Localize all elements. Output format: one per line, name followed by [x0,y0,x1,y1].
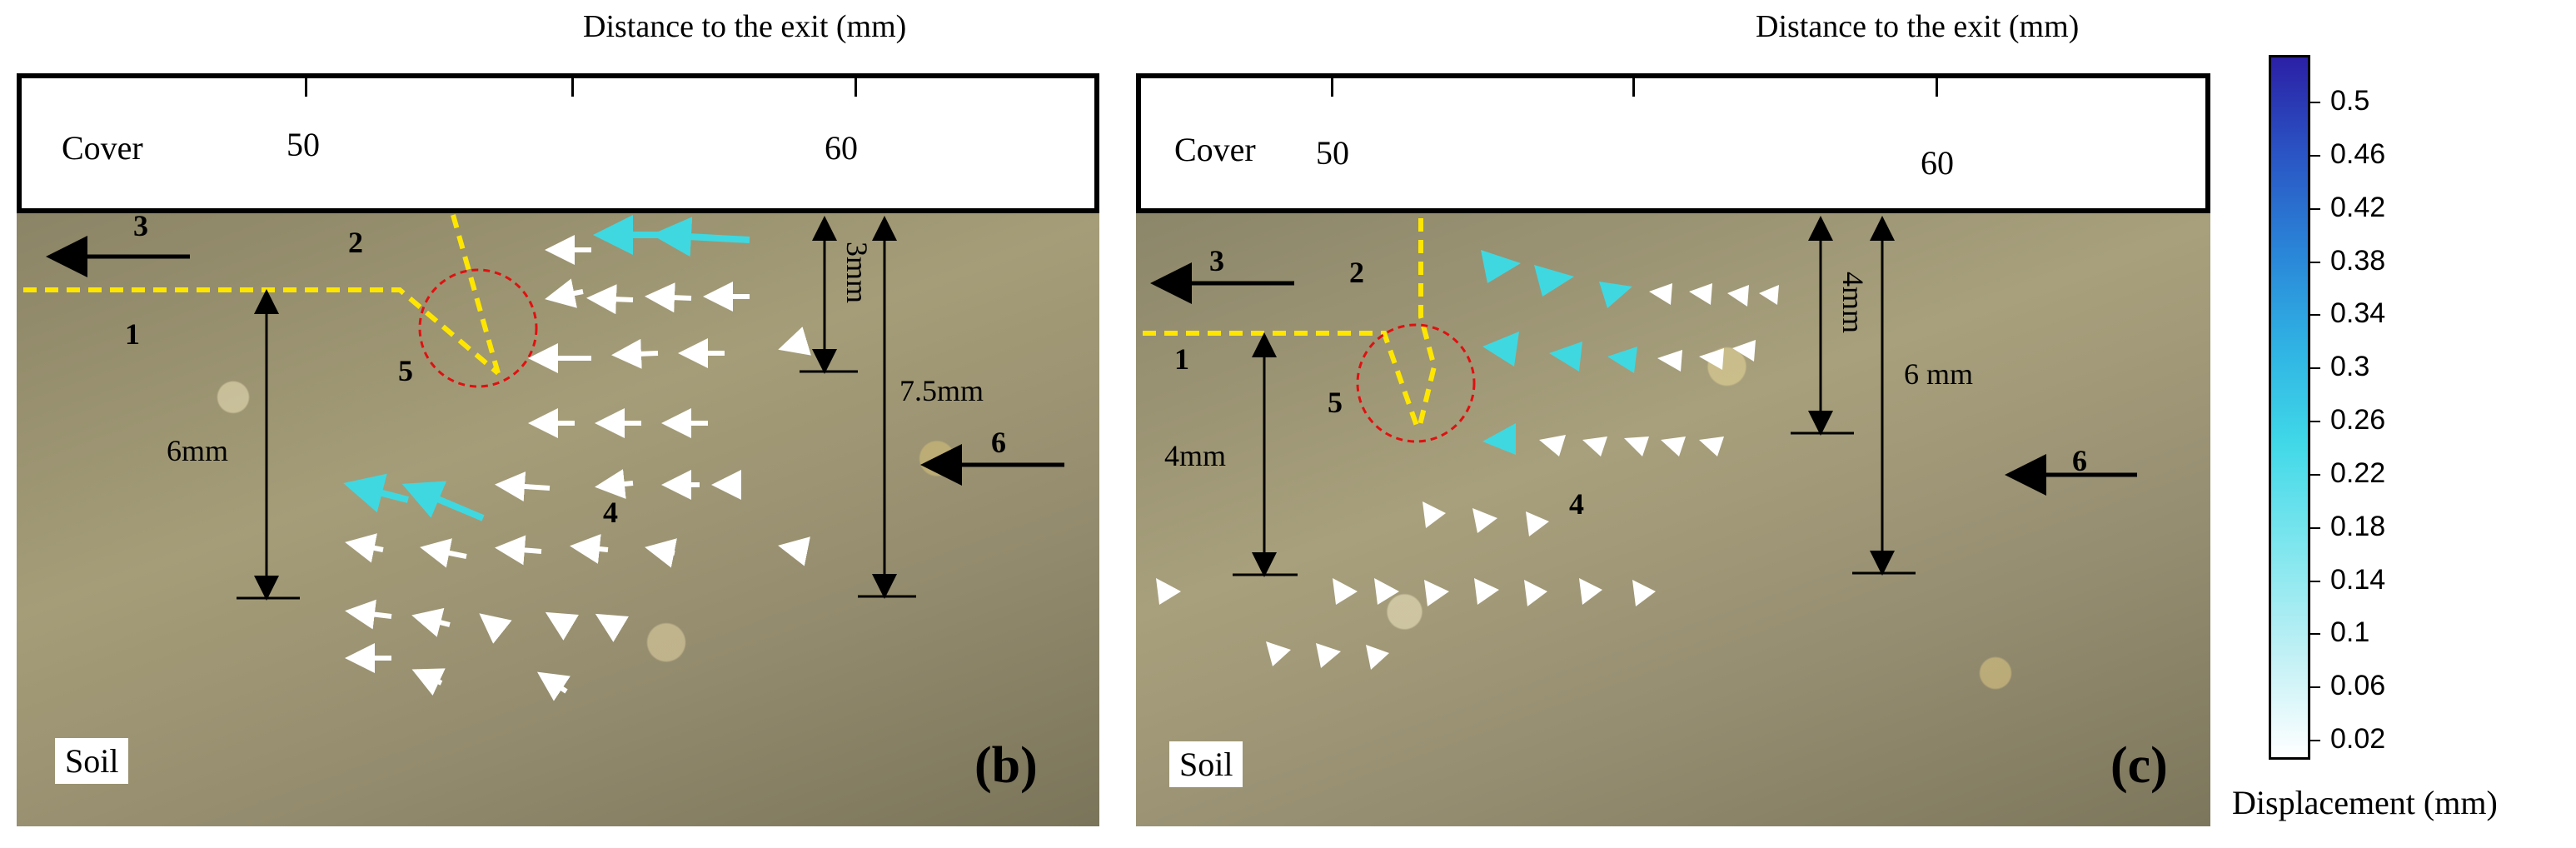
colorbar-tick-label: 0.18 [2330,510,2386,542]
boundary-line-c2 [1417,218,1437,429]
colorbar-tick-label: 0.5 [2330,85,2370,117]
displacement-vectors-cyan-b [343,215,750,521]
tick-55-c [1632,78,1635,97]
colorbar-tick-label: 0.42 [2330,191,2386,223]
cover-c: Cover 50 60 [1136,73,2210,213]
colorbar-tick [2310,207,2320,210]
tick-label-50-b: 50 [286,126,320,163]
colorbar-tick [2310,473,2320,476]
tick-label-50-c: 50 [1316,134,1349,172]
soil-label-b: Soil [55,738,129,784]
soil-label-c: Soil [1169,741,1243,787]
label-5-c: 5 [1328,386,1343,419]
axis-title-c: Distance to the exit (mm) [1756,9,2080,44]
panel-letter-c: (c) [2110,737,2168,794]
cover-label-b: Cover [62,129,143,167]
dim-label-4mm-c-left: 4mm [1164,439,1227,472]
tick-label-60-c: 60 [1921,144,1954,182]
colorbar-title: Displacement (mm) [2232,784,2498,821]
tick-55-b [571,78,574,97]
colorbar-tick [2310,421,2320,422]
colorbar-tick-label: 0.38 [2330,244,2386,277]
tick-50-c [1331,78,1333,97]
label-5-b: 5 [398,354,413,387]
label-6-b: 6 [991,426,1006,459]
tick-50-b [305,78,307,97]
tick-label-60-b: 60 [825,129,858,167]
colorbar-tick [2310,102,2320,103]
label-4-b: 4 [603,496,618,529]
label-1-c: 1 [1174,342,1189,376]
displacement-vectors-cyan-c [1481,250,1637,455]
dim-label-4mm-c-right: 4mm [1836,272,1870,334]
label-4-c: 4 [1569,487,1584,521]
label-2-b: 2 [348,226,363,259]
soil-image-c: Soil (c) [1136,213,2210,826]
colorbar-tick-label: 0.02 [2330,723,2386,755]
label-3-c: 3 [1209,244,1224,277]
colorbar-tick [2310,314,2320,317]
colorbar [2269,55,2310,760]
label-3-b: 3 [133,209,148,242]
panel-letter-b: (b) [974,737,1038,794]
colorbar-tick [2310,367,2320,370]
colorbar-tick [2310,686,2320,689]
dim-label-6mm-c: 6 mm [1904,357,1974,391]
colorbar-tick-label: 0.06 [2330,670,2386,702]
cover-label-c: Cover [1174,131,1256,168]
label-2-c: 2 [1349,256,1364,289]
cover-b: Cover 50 60 [17,73,1099,213]
colorbar-tick [2310,740,2320,741]
colorbar-tick [2310,261,2320,263]
boundary-line-b2 [451,214,501,374]
colorbar-tick-label: 0.14 [2330,563,2386,596]
colorbar-tick-label: 0.22 [2330,456,2386,489]
colorbar-tick [2310,580,2320,582]
colorbar-tick-label: 0.26 [2330,404,2386,436]
dim-label-6mm-b: 6mm [167,434,229,467]
displacement-vectors-white-b [345,235,811,701]
boundary-line-c [1143,331,1420,429]
colorbar-tick-label: 0.46 [2330,137,2386,170]
dim-label-7.5mm-b: 7.5mm [899,374,984,407]
tick-60-b [855,78,857,97]
failure-zone-circle-b [418,268,538,388]
displacement-vectors-white-c [1156,283,1779,670]
colorbar-tick-label: 0.1 [2330,616,2370,649]
colorbar-tick-label: 0.34 [2330,297,2386,330]
label-1-b: 1 [125,317,140,351]
colorbar-tick [2310,154,2320,157]
failure-zone-circle-c [1356,323,1476,443]
colorbar-tick [2310,526,2320,529]
tick-60-c [1936,78,1938,97]
label-6-c: 6 [2072,444,2087,477]
axis-title-b: Distance to the exit (mm) [583,9,907,44]
boundary-line-b [23,287,500,376]
colorbar-tick [2310,633,2320,636]
soil-image-b: Soil (b) [17,213,1099,826]
dim-label-3mm-b: 3mm [840,242,874,304]
colorbar-tick-label: 0.3 [2330,351,2370,383]
